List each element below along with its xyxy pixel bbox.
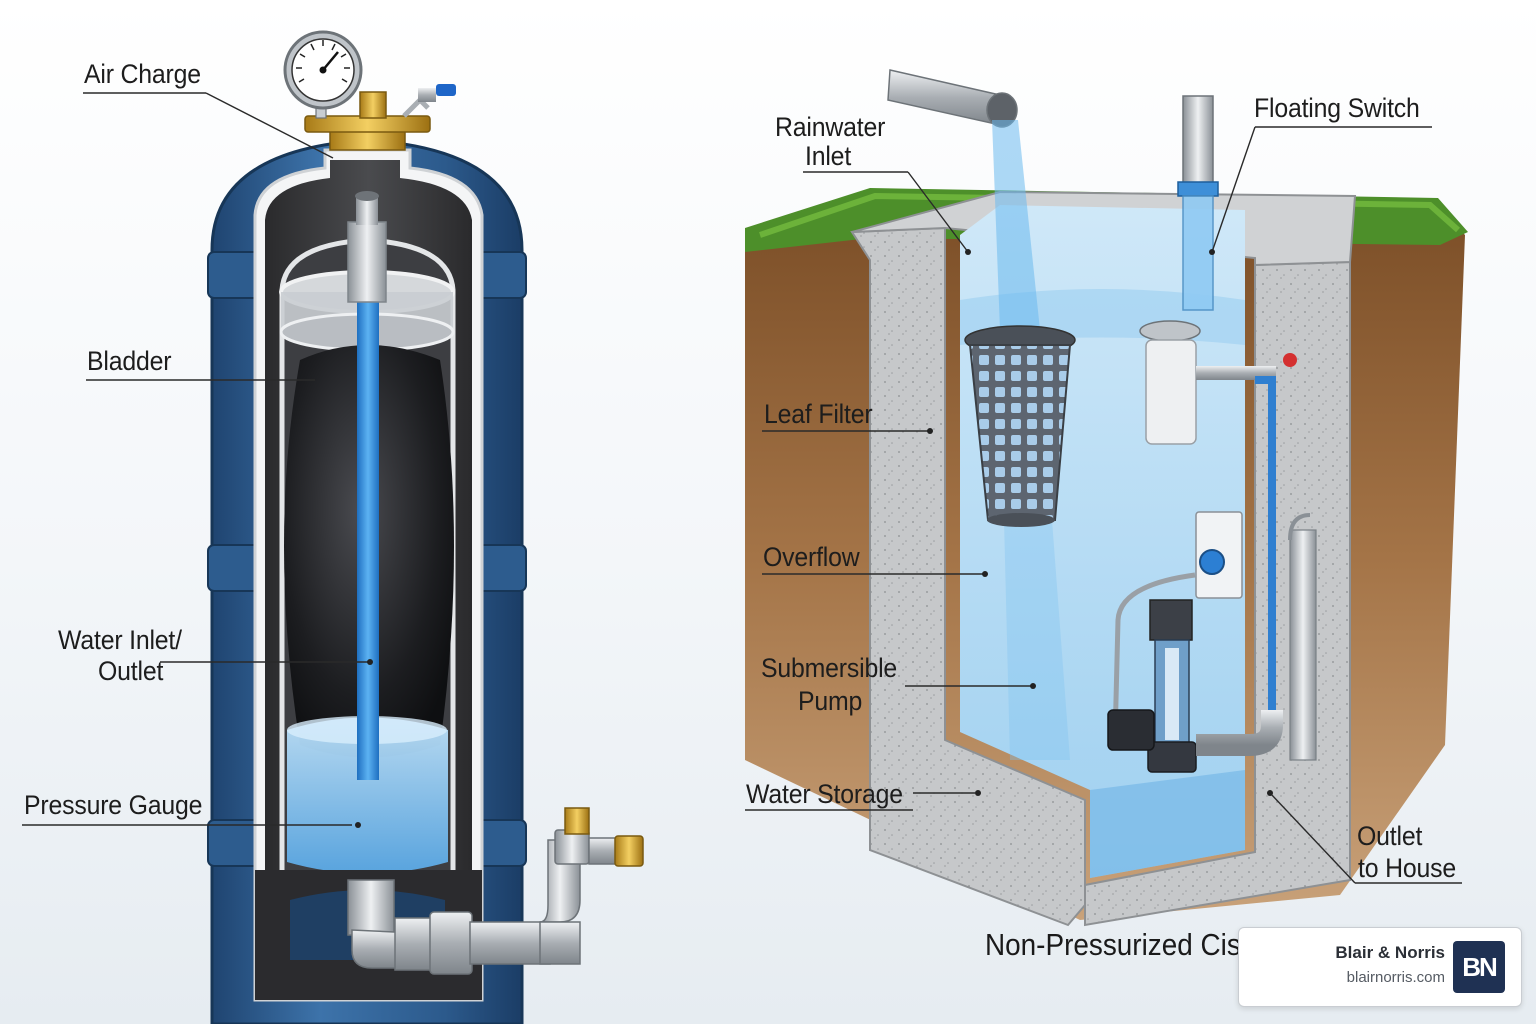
label-floating-switch: Floating Switch <box>1254 93 1420 123</box>
pressure-gauge-dial <box>283 30 363 110</box>
label-bladder: Bladder <box>87 346 172 376</box>
label-pressure-gauge: Pressure Gauge <box>24 790 203 820</box>
brand-url: blairnorris.com <box>1346 969 1445 986</box>
label-outlet-to-house-line2: to House <box>1358 853 1456 883</box>
leaf-filter-basket <box>964 325 1076 527</box>
label-leaf-filter: Leaf Filter <box>764 399 873 429</box>
brand-logo-icon: BN <box>1453 941 1505 993</box>
label-water-inlet-outlet-line1: Water Inlet/ <box>58 625 182 655</box>
brand-name: Blair & Norris <box>1335 943 1445 962</box>
label-rainwater-inlet-line2: Inlet <box>805 141 852 171</box>
label-air-charge: Air Charge <box>84 59 201 89</box>
cistern <box>745 69 1468 927</box>
label-rainwater-inlet-line1: Rainwater <box>775 112 886 142</box>
label-water-storage: Water Storage <box>746 779 903 809</box>
diagram-caption: Non-Pressurized Cis <box>985 927 1241 962</box>
pressure-tank <box>207 30 644 1024</box>
label-overflow: Overflow <box>763 542 860 572</box>
label-water-inlet-outlet-line2: Outlet <box>98 656 164 686</box>
label-outlet-to-house-line1: Outlet <box>1357 821 1423 851</box>
label-submersible-pump-line1: Submersible <box>761 653 898 683</box>
label-submersible-pump-line2: Pump <box>798 686 863 716</box>
brand-badge[interactable]: Blair & Norris blairnorris.com BN <box>1238 927 1522 1007</box>
submersible-pump <box>1107 572 1197 773</box>
